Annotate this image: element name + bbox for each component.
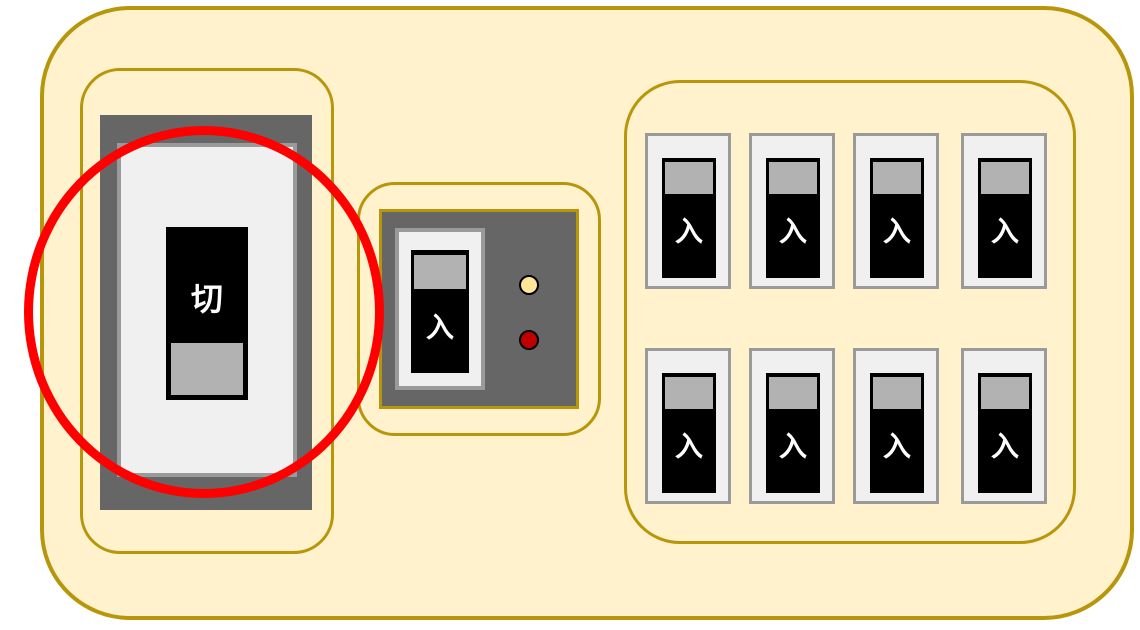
branch-breaker-switch[interactable]: 入: [978, 373, 1032, 493]
elb-lever-icon: [414, 255, 466, 289]
lever-nub-icon: [981, 377, 1029, 409]
branch-breaker-state-label: 入: [990, 215, 1019, 248]
branch-breaker-switch[interactable]: 入: [766, 373, 820, 493]
branch-breaker-5: 入: [645, 348, 731, 504]
highlight-circle: [24, 126, 384, 498]
branch-breaker-8: 入: [961, 348, 1047, 504]
branch-breaker-switch[interactable]: 入: [662, 158, 716, 278]
branch-breaker-6: 入: [749, 348, 835, 504]
branch-breaker-state-label: 入: [778, 215, 807, 248]
branch-breaker-switch[interactable]: 入: [870, 158, 924, 278]
branch-breaker-switch[interactable]: 入: [662, 373, 716, 493]
branch-breaker-state-label: 入: [990, 430, 1019, 463]
branch-breaker-7: 入: [853, 348, 939, 504]
earth-leakage-breaker-state-label: 入: [425, 311, 454, 344]
lever-nub-icon: [981, 162, 1029, 194]
branch-breaker-state-label: 入: [674, 430, 703, 463]
branch-breaker-switch[interactable]: 入: [978, 158, 1032, 278]
branch-breaker-3: 入: [853, 133, 939, 289]
earth-leakage-breaker-switch[interactable]: 入: [411, 250, 469, 373]
branch-breaker-switch[interactable]: 入: [766, 158, 820, 278]
branch-breaker-state-label: 入: [778, 430, 807, 463]
lever-nub-icon: [769, 377, 817, 409]
lever-nub-icon: [873, 377, 921, 409]
branch-breaker-state-label: 入: [882, 215, 911, 248]
branch-breaker-switch[interactable]: 入: [870, 373, 924, 493]
leak-indicator-lamp-icon: [519, 330, 539, 350]
lever-nub-icon: [665, 377, 713, 409]
lever-nub-icon: [665, 162, 713, 194]
branch-breaker-state-label: 入: [674, 215, 703, 248]
branch-breaker-2: 入: [749, 133, 835, 289]
lever-nub-icon: [769, 162, 817, 194]
indicator-lamp-icon: [519, 275, 539, 295]
branch-breaker-1: 入: [645, 133, 731, 289]
lever-nub-icon: [873, 162, 921, 194]
branch-breaker-4: 入: [961, 133, 1047, 289]
branch-breaker-state-label: 入: [882, 430, 911, 463]
